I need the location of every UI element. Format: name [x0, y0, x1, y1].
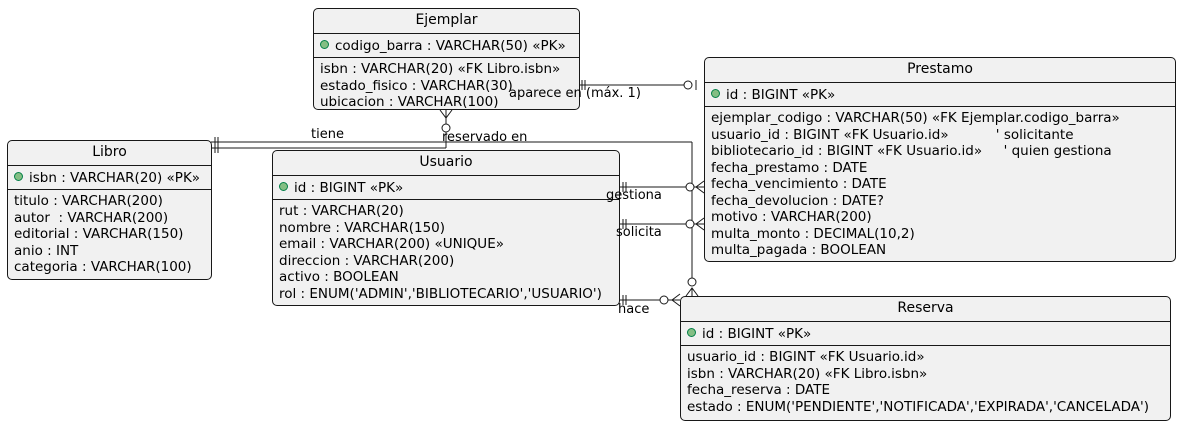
attribute: fecha_devolucion : DATE? [711, 192, 884, 209]
pk-icon [14, 171, 23, 181]
entity-title: Ejemplar [314, 9, 579, 34]
entity-prestamo: Prestamo id : BIGINT «PK» ejemplar_codig… [704, 57, 1176, 262]
edge-usuario-reserva [619, 293, 681, 307]
entity-reserva: Reserva id : BIGINT «PK» usuario_id : BI… [680, 296, 1171, 421]
attribute: activo : BOOLEAN [279, 269, 399, 285]
pk-text: id : BIGINT «PK» [294, 179, 404, 196]
attribute: multa_monto : DECIMAL(10,2) [711, 225, 915, 242]
label-solicita: solicita [616, 225, 662, 240]
attribute-list: usuario_id : BIGINT «FK Usuario.id» isbn… [681, 346, 1170, 418]
label-aparece-en: aparece en (máx. 1) [509, 86, 641, 101]
label-gestiona: gestiona [606, 188, 662, 203]
attribute: categoria : VARCHAR(100) [14, 259, 192, 275]
pk-icon [279, 181, 288, 191]
primary-key-row: isbn : VARCHAR(20) «PK» [8, 166, 211, 190]
primary-key-row: codigo_barra : VARCHAR(50) «PK» [314, 34, 579, 58]
attribute-list: ejemplar_codigo : VARCHAR(50) «FK Ejempl… [705, 107, 1175, 261]
attribute: email : VARCHAR(200) «UNIQUE» [279, 236, 504, 252]
pk-icon [320, 39, 329, 49]
entity-usuario: Usuario id : BIGINT «PK» rut : VARCHAR(2… [272, 150, 620, 306]
attribute: usuario_id : BIGINT «FK Usuario.id» ' so… [711, 126, 1074, 143]
attribute: titulo : VARCHAR(200) [14, 193, 163, 209]
attribute: autor : VARCHAR(200) [14, 209, 169, 226]
primary-key-row: id : BIGINT «PK» [681, 322, 1170, 346]
primary-key-row: id : BIGINT «PK» [273, 176, 619, 200]
attribute: estado_fisico : VARCHAR(30) [320, 77, 513, 94]
edge-usuario-prestamo-gestiona [619, 180, 705, 194]
attribute: rut : VARCHAR(20) [279, 203, 404, 219]
edge-libro-reserva [211, 137, 699, 297]
pk-text: codigo_barra : VARCHAR(50) «PK» [335, 37, 566, 54]
attribute: estado : ENUM('PENDIENTE','NOTIFICADA','… [687, 398, 1149, 415]
attribute: bibliotecario_id : BIGINT «FK Usuario.id… [711, 143, 1112, 159]
entity-title: Usuario [273, 151, 619, 176]
label-tiene: tiene [311, 127, 344, 142]
attribute: direccion : VARCHAR(200) [279, 252, 455, 269]
pk-icon [711, 88, 720, 98]
attribute: motivo : VARCHAR(200) [711, 209, 872, 225]
pk-text: id : BIGINT «PK» [726, 86, 836, 103]
primary-key-row: id : BIGINT «PK» [705, 83, 1175, 107]
attribute: ubicacion : VARCHAR(100) [320, 94, 499, 110]
attribute-list: rut : VARCHAR(20) nombre : VARCHAR(150) … [273, 200, 619, 305]
attribute-list: titulo : VARCHAR(200) autor : VARCHAR(20… [8, 190, 211, 279]
attribute: nombre : VARCHAR(150) [279, 219, 446, 236]
attribute: anio : INT [14, 242, 79, 259]
attribute: isbn : VARCHAR(20) «FK Libro.isbn» [687, 365, 928, 382]
edge-usuario-prestamo-solicita [619, 217, 705, 231]
attribute: fecha_vencimiento : DATE [711, 176, 887, 192]
attribute: usuario_id : BIGINT «FK Usuario.id» [687, 349, 925, 365]
attribute-list: isbn : VARCHAR(20) «FK Libro.isbn» estad… [314, 58, 579, 110]
pk-text: isbn : VARCHAR(20) «PK» [29, 169, 201, 186]
edge-ejemplar-libro [439, 109, 453, 148]
label-reservado-en: reservado en [442, 130, 528, 145]
attribute: fecha_prestamo : DATE [711, 159, 868, 176]
label-hace: hace [618, 302, 650, 317]
attribute: ejemplar_codigo : VARCHAR(50) «FK Ejempl… [711, 110, 1120, 126]
pk-text: id : BIGINT «PK» [702, 325, 812, 342]
attribute: fecha_reserva : DATE [687, 382, 831, 398]
entity-title: Libro [8, 141, 211, 166]
entity-ejemplar: Ejemplar codigo_barra : VARCHAR(50) «PK»… [313, 8, 580, 110]
attribute: isbn : VARCHAR(20) «FK Libro.isbn» [320, 61, 561, 77]
attribute: multa_pagada : BOOLEAN [711, 242, 887, 258]
attribute: rol : ENUM('ADMIN','BIBLIOTECARIO','USUA… [279, 285, 602, 302]
attribute: editorial : VARCHAR(150) [14, 226, 184, 242]
entity-libro: Libro isbn : VARCHAR(20) «PK» titulo : V… [7, 140, 212, 280]
pk-icon [687, 327, 696, 337]
edge-ejemplar-prestamo [579, 80, 697, 90]
entity-title: Prestamo [705, 58, 1175, 83]
entity-title: Reserva [681, 297, 1170, 322]
